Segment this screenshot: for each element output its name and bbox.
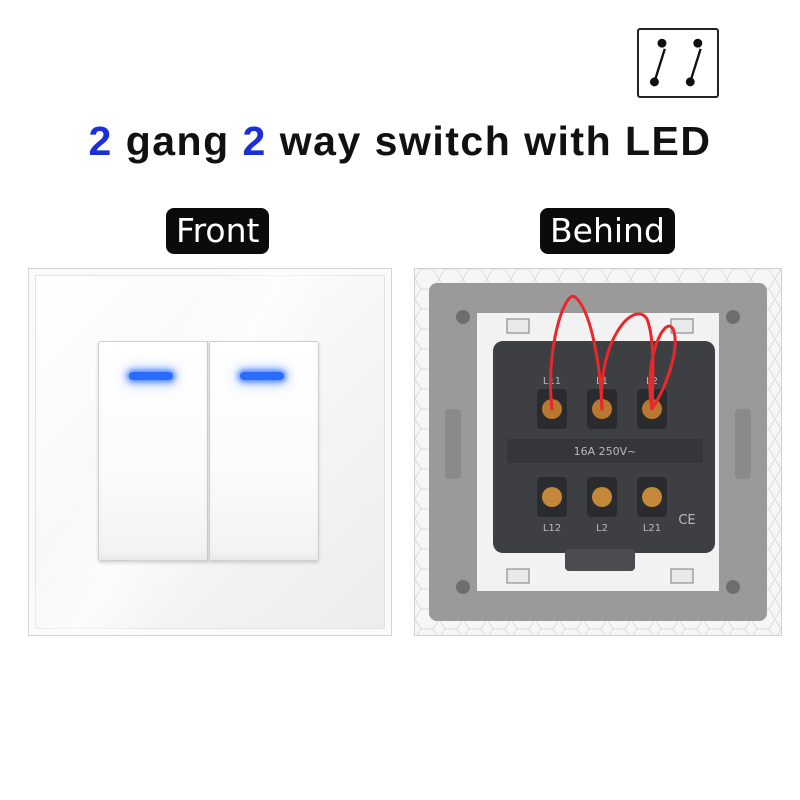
terminal-label-bottom-2: L2: [596, 523, 608, 534]
right-rocker-button: [209, 341, 319, 561]
title-gang-word: gang: [125, 118, 230, 164]
product-title: 2 gang 2 way switch with LED: [0, 118, 800, 165]
front-view-panel: [28, 268, 392, 636]
terminal-label-bottom-1: L12: [543, 523, 561, 534]
left-led-indicator-icon: [129, 372, 173, 380]
left-rocker-button: [98, 341, 208, 561]
behind-view-panel: L11 L1 L2 L12 L2 L21 16A 250V~ CE: [414, 268, 782, 636]
terminal-label-top-1: L11: [543, 376, 561, 387]
title-way-count: 2: [242, 118, 267, 164]
title-description: way switch with LED: [279, 118, 712, 164]
rear-mechanism-illustration: L11 L1 L2 L12 L2 L21 16A 250V~ CE: [415, 269, 781, 635]
title-gang-count: 2: [88, 118, 113, 164]
red-jumper-wires: [549, 294, 677, 411]
behind-label: Behind: [540, 208, 675, 254]
ce-mark: CE: [678, 513, 695, 528]
bottom-terminals: [537, 477, 667, 517]
terminal-label-bottom-3: L21: [643, 523, 661, 534]
right-led-indicator-icon: [240, 372, 284, 380]
rating-text: 16A 250V~: [574, 445, 637, 458]
front-label: Front: [166, 208, 270, 254]
two-way-switch-diagram-icon: [637, 28, 719, 98]
